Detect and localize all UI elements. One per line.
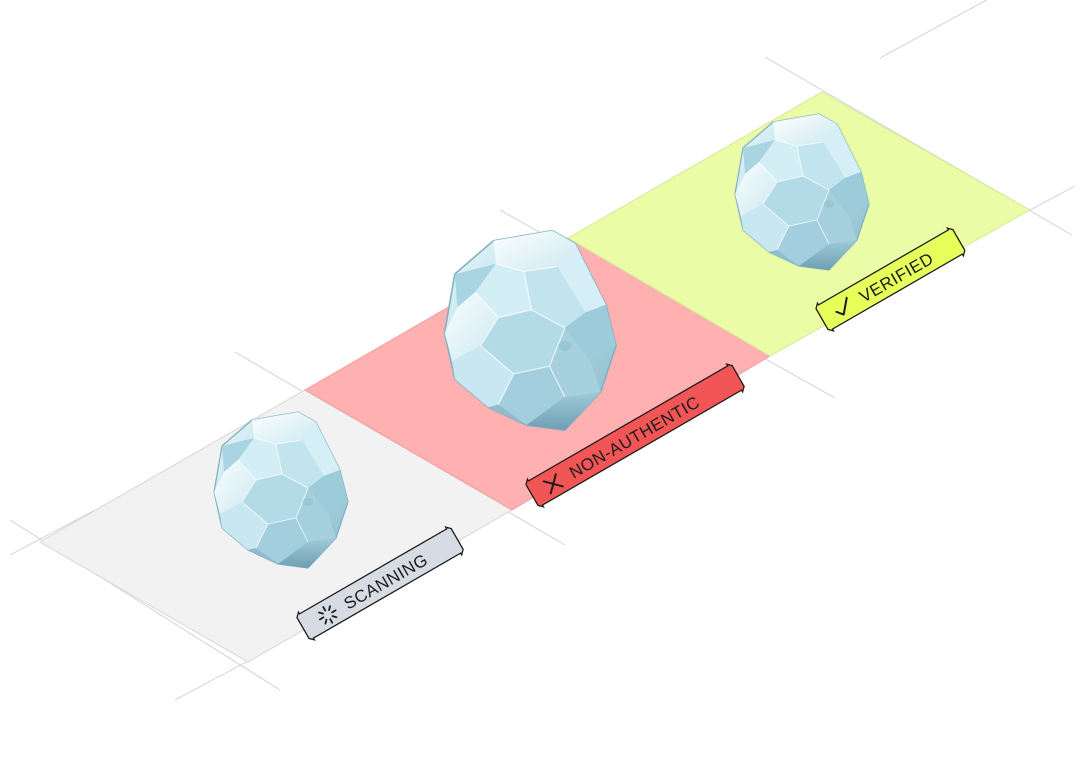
checkmark-icon bbox=[835, 296, 848, 316]
x-mark-icon bbox=[542, 473, 564, 495]
spinner-icon bbox=[318, 605, 338, 625]
